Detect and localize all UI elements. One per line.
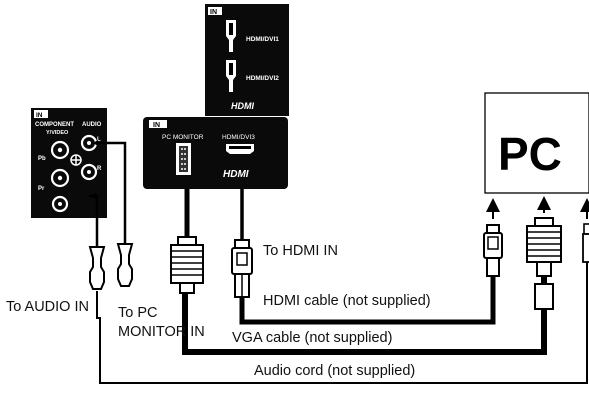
- audio-label: AUDIO: [82, 122, 102, 128]
- top-in-label: IN: [210, 9, 217, 16]
- pb-label: Pb: [38, 156, 46, 162]
- component-label: COMPONENT: [35, 122, 74, 128]
- audio-l-label: L: [97, 137, 101, 143]
- mid-hdmi-logo: HDMI: [223, 169, 249, 180]
- hdmi-port-3: [226, 144, 254, 154]
- hdmi-port-2: [226, 60, 236, 92]
- cable-routes: [96, 262, 588, 384]
- pc-box: [484, 92, 589, 194]
- audio-lead-right: [95, 141, 127, 244]
- pc-monitor-panel: IN PC MONITOR HDMI/DVI3 HDMI: [143, 117, 288, 189]
- y-video-label: Y/VIDEO: [46, 130, 69, 136]
- vga-cable-label: VGA cable (not supplied): [232, 330, 393, 346]
- to-hdmi-in-label: To HDMI IN: [263, 243, 338, 259]
- vga-plug-left: [170, 236, 204, 294]
- hdmi-plug-right: [483, 224, 503, 277]
- vga-port: [176, 143, 191, 175]
- mid-in-label: IN: [153, 122, 160, 129]
- hdmi-cable: [239, 276, 496, 325]
- audio-r-label: R: [97, 166, 102, 172]
- hdmi-dvi1-label: HDMI/DVI1: [246, 36, 279, 43]
- audio-cord: [96, 262, 588, 384]
- pc-box-label: PC: [498, 128, 562, 180]
- top-hdmi-panel: IN HDMI/DVI1 HDMI/DVI2 HDMI: [205, 4, 289, 116]
- hdmi-logo: HDMI: [231, 101, 254, 111]
- rca-plug-right: [116, 243, 134, 287]
- hdmi-plug-left: [231, 239, 253, 298]
- input-arrows: [91, 140, 98, 199]
- to-audio-in-label: To AUDIO IN: [6, 299, 89, 315]
- rca-plug-left: [88, 246, 106, 290]
- hdmi-port-1: [226, 20, 236, 52]
- audio-cord-label: Audio cord (not supplied): [254, 363, 416, 379]
- hdmi-dvi3-label: HDMI/DVI3: [222, 134, 255, 141]
- pc-monitor-port-label: PC MONITOR: [162, 134, 204, 141]
- to-pc-label: To PC: [118, 305, 158, 321]
- vga-cable: [182, 292, 547, 355]
- monitor-in-label: MONITOR IN: [118, 324, 205, 340]
- vga-plug-right: [526, 217, 562, 310]
- hdmi-dvi2-label: HDMI/DVI2: [246, 75, 279, 82]
- hdmi-cable-label: HDMI cable (not supplied): [263, 293, 431, 309]
- pc-arrows: [486, 196, 589, 219]
- pr-label: Pr: [38, 186, 45, 192]
- left-in-label: IN: [36, 112, 43, 119]
- component-audio-panel: IN COMPONENT Y/VIDEO AUDIO Pb Pr L R: [31, 108, 107, 218]
- audio-plug-right: [582, 223, 589, 263]
